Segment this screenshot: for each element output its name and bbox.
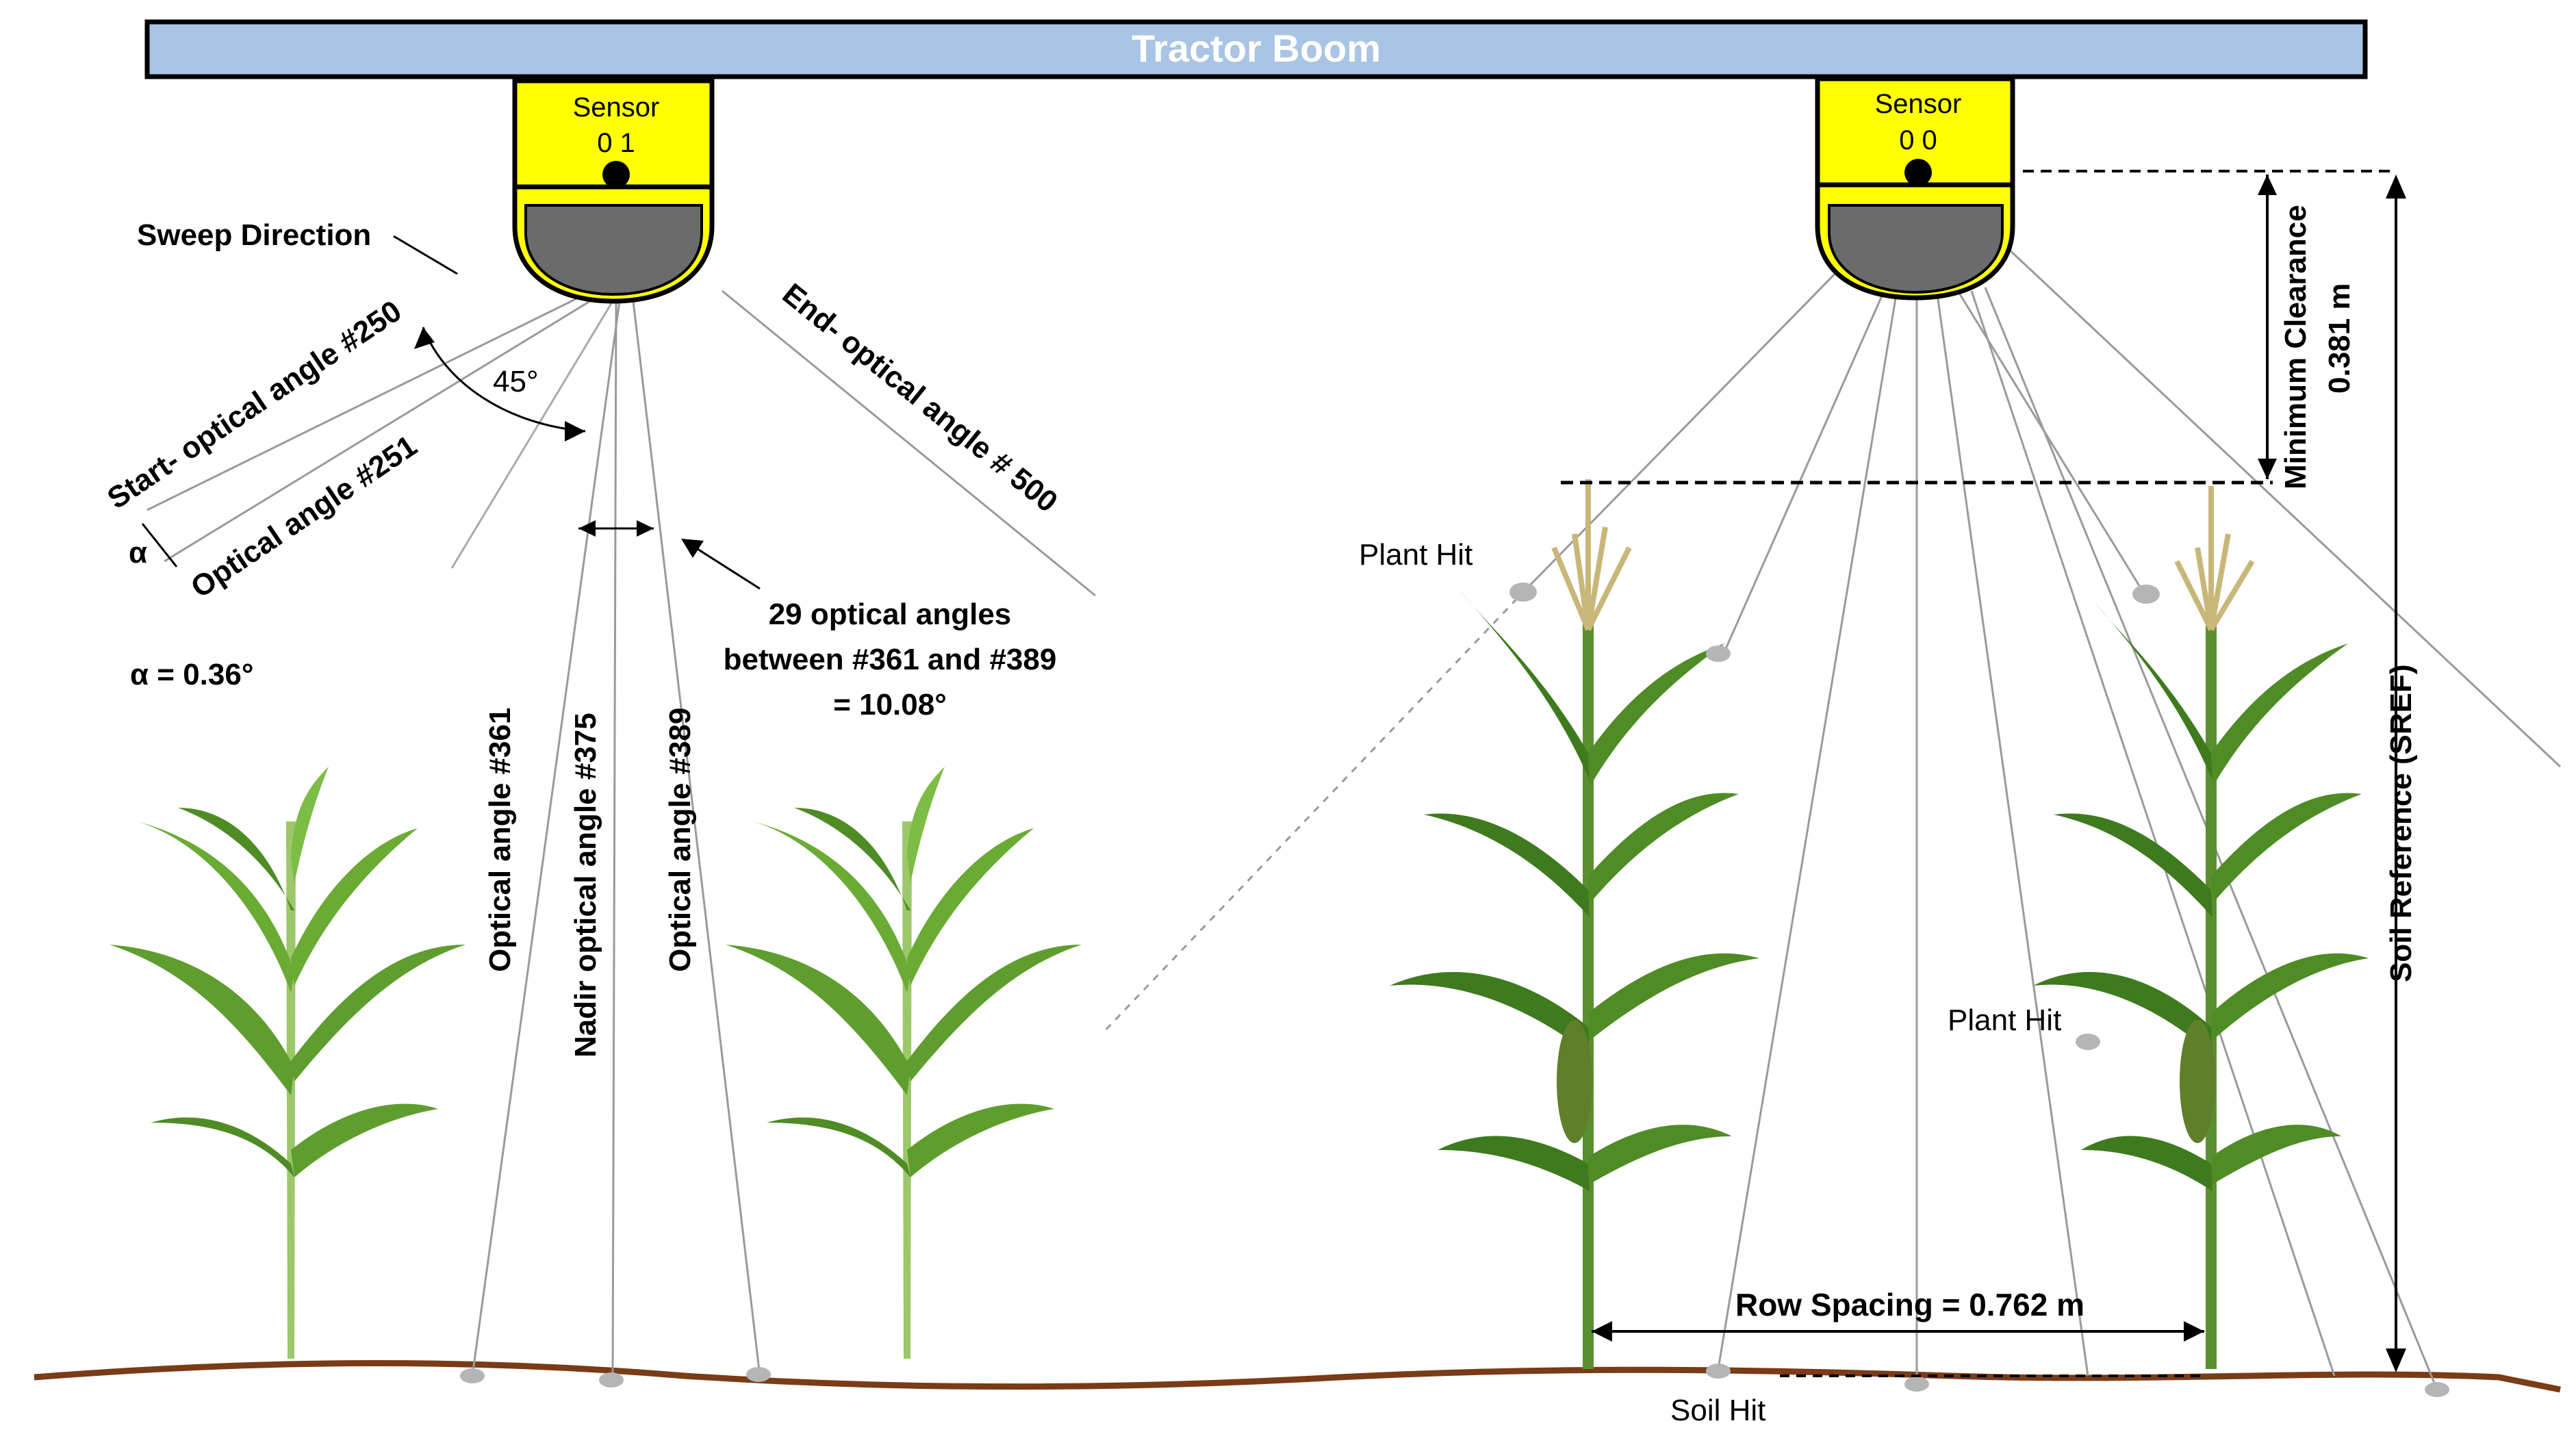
optical-angle-389-label: Optical angle #389 xyxy=(663,708,697,972)
angle-span-arrowhead-right xyxy=(637,520,654,537)
optical-angle-251-label: Optical angle #251 xyxy=(185,429,423,605)
angle-45-arc xyxy=(422,327,586,433)
young-corn-plant-2 xyxy=(726,767,1082,1359)
plant-hit-label-2: Plant Hit xyxy=(1948,1003,2061,1037)
young-corn-plant-1 xyxy=(110,767,466,1359)
left-sensor-beams xyxy=(146,290,1096,1380)
minimum-clearance-value: 0.381 m xyxy=(2323,283,2356,394)
right-sensor-beams xyxy=(1101,245,2562,1390)
sensor-01: Sensor 0 1 xyxy=(512,78,715,304)
soil-reference-label: Soil Reference (SREF) xyxy=(2384,664,2418,982)
minimum-clearance-dimension xyxy=(1561,170,2396,485)
sensor-01-emitter-dot xyxy=(602,161,630,188)
angles-29-line2: between #361 and #389 xyxy=(724,643,1057,676)
angle-45-arrowhead-a xyxy=(414,327,435,349)
sensor-00-emitter-dot xyxy=(1904,159,1932,186)
angle-span-arrowhead-left xyxy=(578,520,596,537)
tractor-boom: Tractor Boom xyxy=(144,19,2368,79)
plant-hit-label-1: Plant Hit xyxy=(1359,538,1472,572)
sensor-00: Sensor 0 0 xyxy=(1815,76,2015,300)
sensor-00-title: Sensor xyxy=(1875,89,1962,119)
mature-corn-plant-2 xyxy=(2033,486,2369,1369)
right-hit-markers xyxy=(1509,583,2449,1397)
angle-45-arrowhead-b xyxy=(565,421,585,442)
sensor-01-id: 0 1 xyxy=(597,128,635,158)
soil-ground-line xyxy=(34,1359,2561,1393)
minimum-clearance-label: Minimum Clearance xyxy=(2279,205,2312,489)
optical-angle-361-label: Optical angle #361 xyxy=(483,708,517,972)
row-spacing-dimension xyxy=(1592,1321,2204,1377)
mature-corn-plant-1 xyxy=(1390,479,1759,1369)
sweep-direction-label: Sweep Direction xyxy=(137,218,371,252)
alpha-symbol: α xyxy=(129,536,147,570)
alpha-value-label: α = 0.36° xyxy=(130,658,253,691)
angle-45-label: 45° xyxy=(493,365,539,398)
sensor-00-id: 0 0 xyxy=(1899,125,1937,155)
left-soil-hit-markers xyxy=(460,1367,771,1388)
angles-29-line1: 29 optical angles xyxy=(769,598,1012,631)
soil-hit-label: Soil Hit xyxy=(1670,1394,1765,1427)
tractor-boom-label: Tractor Boom xyxy=(1132,27,1381,70)
row-spacing-label: Row Spacing = 0.762 m xyxy=(1735,1287,2084,1322)
end-optical-angle-500-label: End- optical angle # 500 xyxy=(776,277,1064,520)
nadir-optical-angle-375-label: Nadir optical angle #375 xyxy=(569,713,602,1058)
soil-reference-dimension xyxy=(2386,175,2406,1372)
sweep-direction-leader xyxy=(393,235,458,275)
sensor-01-title: Sensor xyxy=(573,92,660,123)
angles-29-leader-arrowhead xyxy=(681,539,704,558)
angles-29-line3: = 10.08° xyxy=(833,688,947,721)
alpha-arrow xyxy=(141,523,178,567)
